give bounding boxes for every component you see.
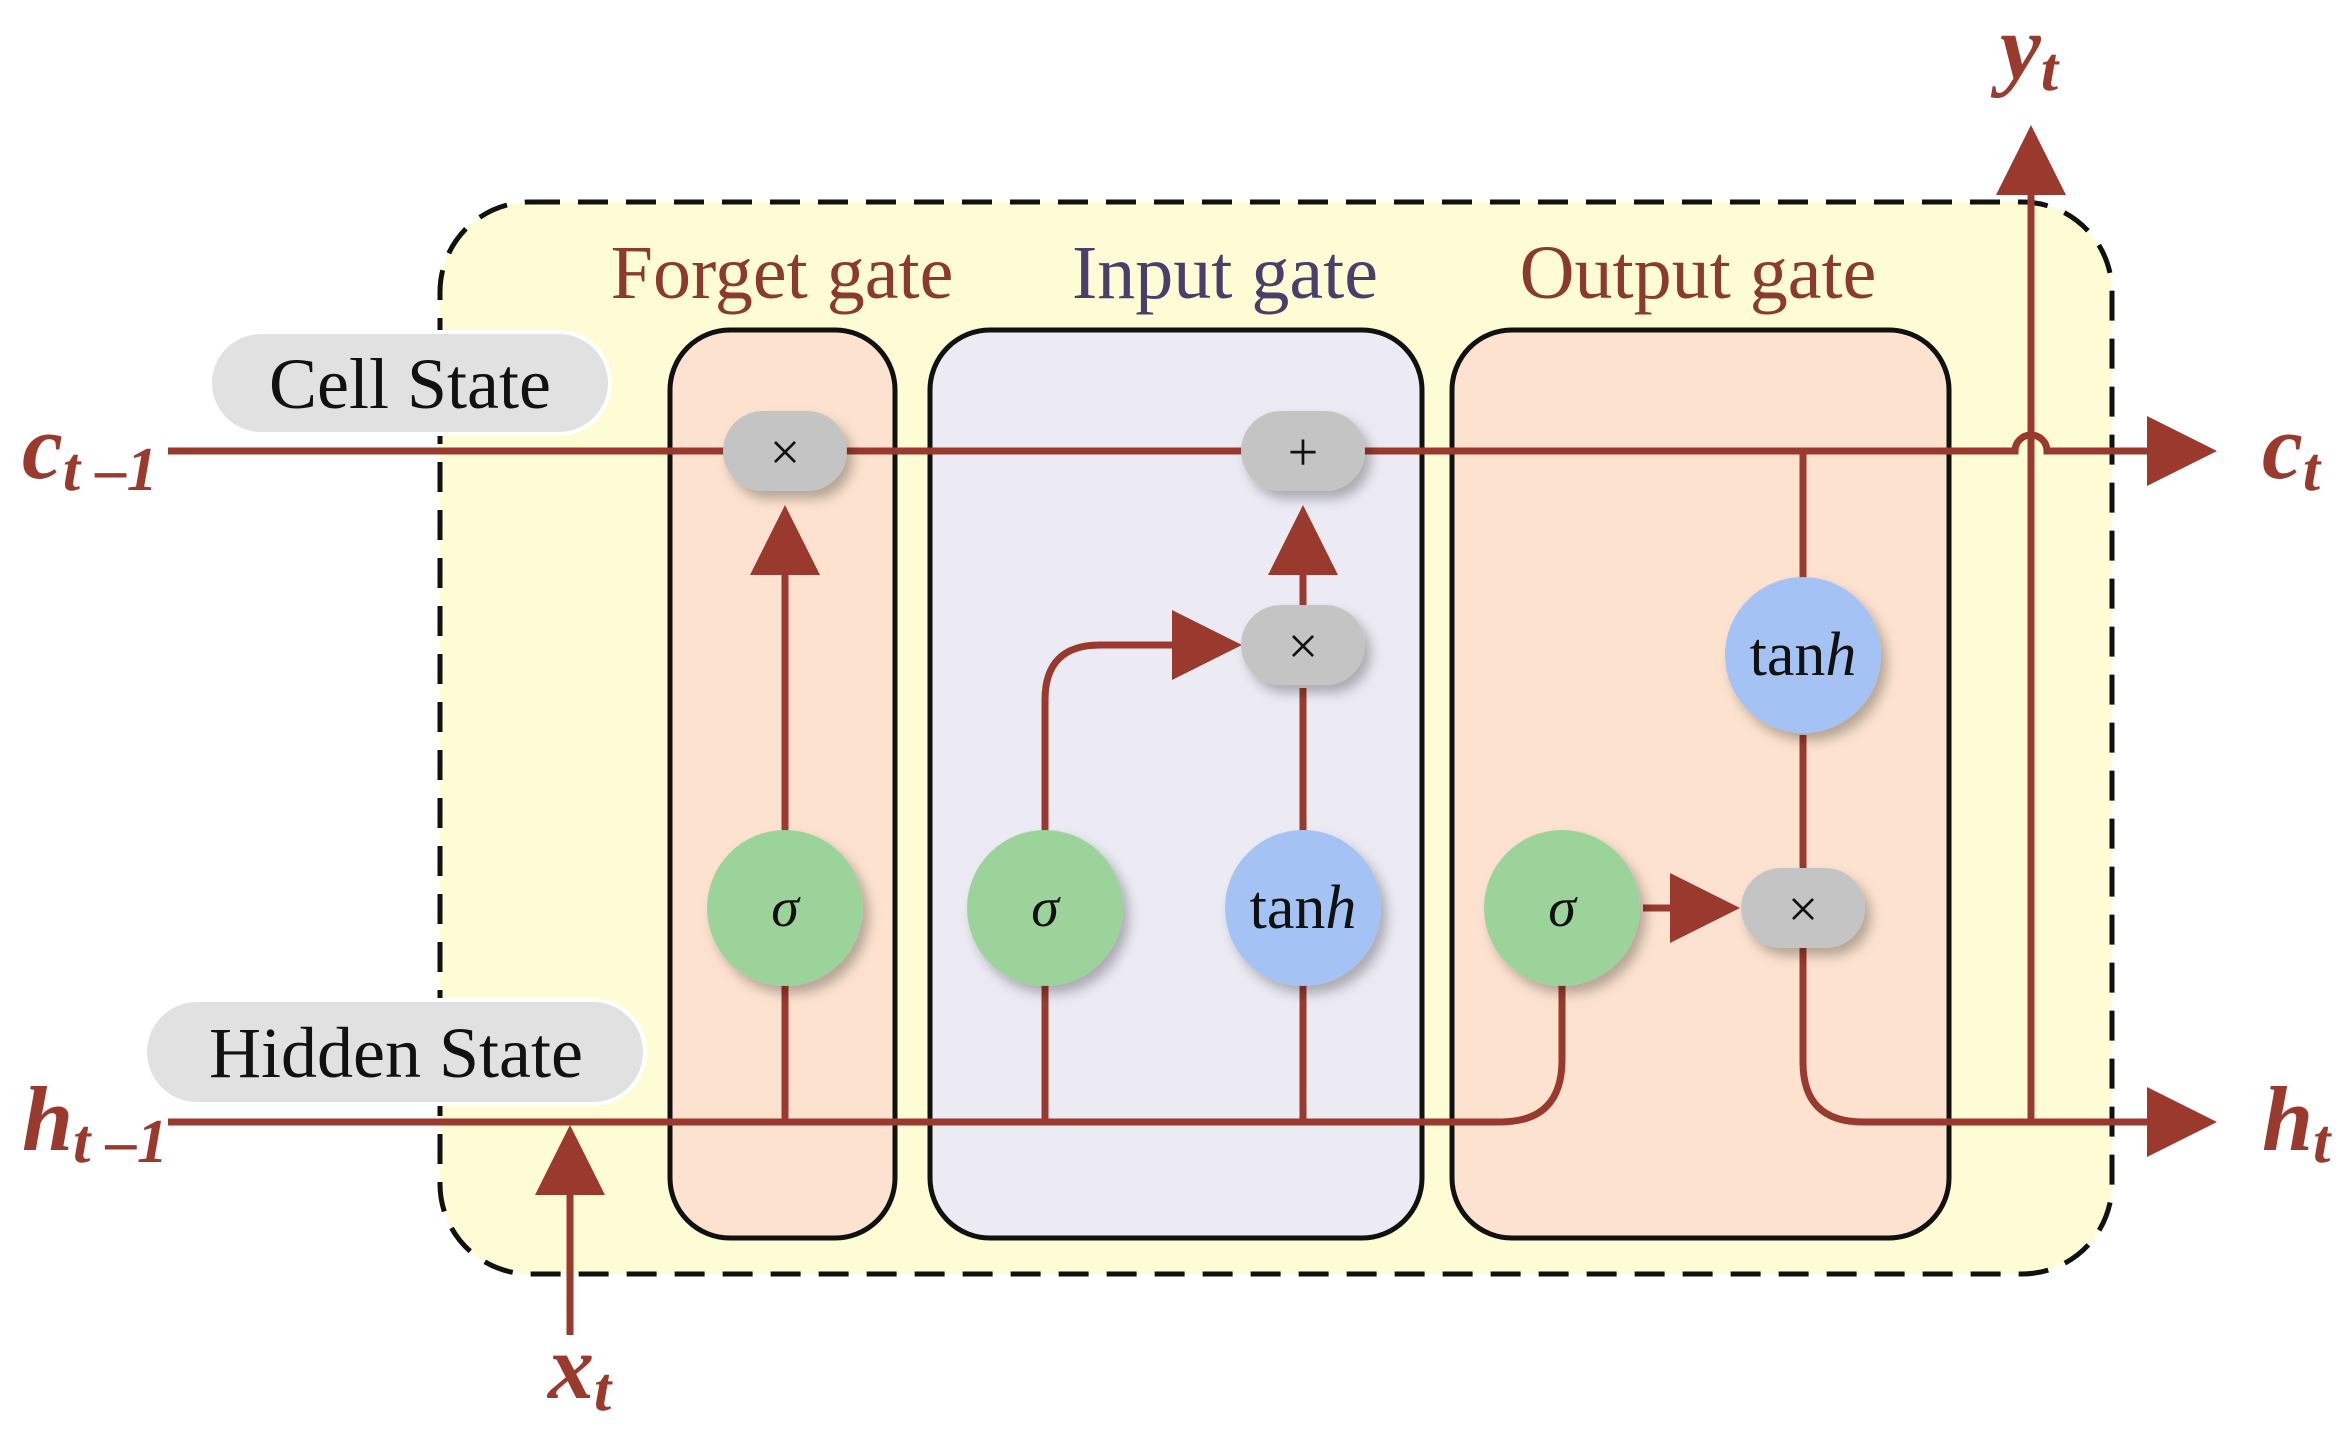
forget-multiply-node: × <box>723 411 847 491</box>
y-output-label: yt <box>1990 0 2060 104</box>
svg-text:xt: xt <box>546 1316 613 1424</box>
c-prev-label: ct –1 <box>22 396 158 504</box>
connections <box>168 125 2217 1335</box>
forget-sigma-node: σ <box>707 830 863 986</box>
c-next-label: ct <box>2262 396 2322 504</box>
input-tanh-node: tanh <box>1225 830 1381 986</box>
output-multiply-symbol: × <box>1788 879 1818 939</box>
h-prev-label: ht –1 <box>22 1068 168 1176</box>
output-tanh-node: tanh <box>1725 577 1881 733</box>
output-tanh-symbol: tanh <box>1750 621 1857 689</box>
x-input-label: xt <box>546 1316 613 1424</box>
input-multiply-node: × <box>1241 605 1365 685</box>
output-sigma-node: σ <box>1484 830 1640 986</box>
input-sigma-node: σ <box>967 830 1123 986</box>
svg-text:ht: ht <box>2262 1068 2332 1176</box>
forget-multiply-symbol: × <box>770 422 800 482</box>
hidden-state-input-line <box>168 960 1566 1126</box>
hidden-state-pill <box>143 998 647 1106</box>
cell-add-node: + <box>1241 411 1365 491</box>
input-sigma-to-times <box>1041 610 1242 835</box>
output-times-to-h <box>1799 948 2217 1157</box>
forget-gate-title: Forget gate <box>611 231 954 315</box>
h-next-label: ht <box>2262 1068 2332 1176</box>
forget-sigma-symbol: σ <box>771 877 801 939</box>
svg-text:ct –1: ct –1 <box>22 396 158 504</box>
cell-add-symbol: + <box>1288 422 1318 482</box>
svg-text:yt: yt <box>1990 0 2060 104</box>
svg-text:ht –1: ht –1 <box>22 1068 168 1176</box>
output-sigma-symbol: σ <box>1548 877 1578 939</box>
input-gate-title: Input gate <box>1072 231 1378 315</box>
input-sigma-symbol: σ <box>1031 877 1061 939</box>
input-tanh-symbol: tanh <box>1250 874 1357 942</box>
cell-state-pill <box>208 330 612 436</box>
cell-state-label: Cell State <box>269 344 551 424</box>
output-gate-title: Output gate <box>1520 231 1877 315</box>
output-gate-box <box>1449 327 1952 1241</box>
output-multiply-node: × <box>1741 868 1865 948</box>
hidden-state-label: Hidden State <box>209 1013 583 1093</box>
svg-text:ct: ct <box>2262 396 2322 504</box>
input-multiply-symbol: × <box>1288 616 1318 676</box>
